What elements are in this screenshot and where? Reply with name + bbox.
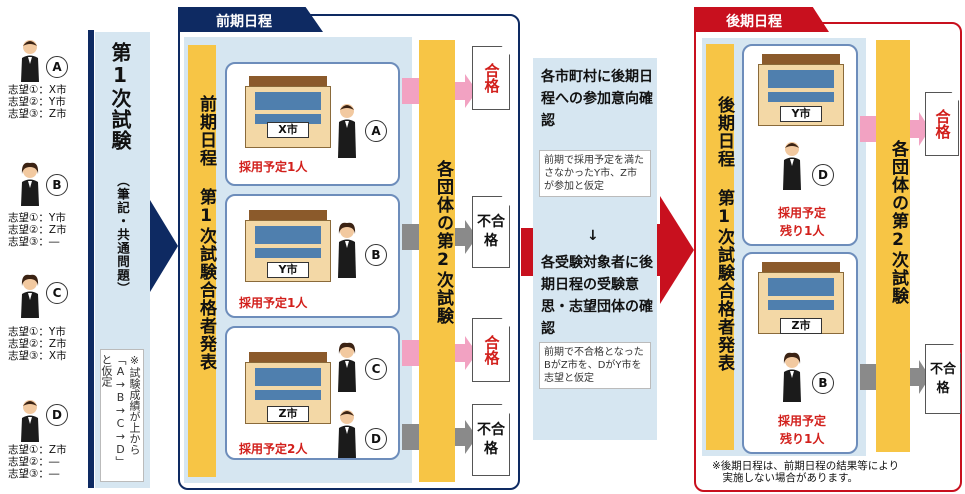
person-icon <box>21 400 39 442</box>
person-icon <box>21 40 39 82</box>
municipality-y: Y市 採用予定1人 B <box>225 194 400 318</box>
city-sign: Z市 <box>267 406 309 422</box>
assumption-note: ※試験成績が上から「A→B→C→D」と仮定 <box>100 349 144 482</box>
city-sign: Y市 <box>780 106 822 122</box>
connector <box>521 228 533 276</box>
arrow-right-icon <box>455 220 477 254</box>
confirm-heading-2: 各受験対象者に後期日程の受験意思・志望団体の確認 <box>541 255 653 337</box>
zenki-tab: 前期日程 <box>178 7 323 32</box>
connector <box>402 78 419 104</box>
candidate-letter: B <box>812 372 834 394</box>
connector <box>402 340 419 366</box>
result-pass: 合格 <box>472 46 510 110</box>
hiring-plan: 採用予定2人 <box>239 442 308 456</box>
hiring-plan: 採用予定1人 <box>239 160 308 174</box>
zenki-panel <box>178 14 520 490</box>
candidate-preferences: 志望①：X市 志望②：Y市 志望③：Z市 <box>8 84 67 120</box>
arrow-right-icon <box>910 112 930 146</box>
city-sign: Y市 <box>267 262 309 278</box>
person-icon <box>783 352 801 402</box>
building-icon: Y市 <box>758 54 844 130</box>
candidate-letter: A <box>365 120 387 142</box>
hiring-plan: 採用予定1人 <box>239 296 308 310</box>
candidate-letter: C <box>46 282 68 304</box>
municipality-z: Z市 採用予定2人 C D <box>225 326 400 460</box>
arrow-right-icon <box>910 360 930 394</box>
arrow-right-icon <box>455 336 477 370</box>
connector <box>860 116 876 142</box>
person-icon <box>338 342 356 392</box>
arrow-down-icon: ↓ <box>587 228 599 244</box>
candidate-preferences: 志望①：Y市 志望②：Z市 志望③：― <box>8 212 67 248</box>
first-exam-panel: 第1次試験 （筆記・共通問題） ※試験成績が上から「A→B→C→D」と仮定 <box>95 32 150 488</box>
hiring-plan: 採用予定 <box>778 414 827 428</box>
candidate-letter: D <box>812 164 834 186</box>
candidate-letter: B <box>46 174 68 196</box>
person-icon <box>338 410 356 458</box>
chevron-right-icon <box>150 200 178 292</box>
kouki-passers-bar <box>706 44 734 450</box>
candidate-letter: B <box>365 244 387 266</box>
zenki-passers-label: 前期日程 第1次試験合格者発表 <box>196 95 216 371</box>
footnote: ※後期日程は、前期日程の結果等により 実施しない場合があります。 <box>712 460 900 484</box>
kouki-second-exam-label: 各団体の第2次試験 <box>888 140 908 305</box>
kouki-panel <box>694 22 962 492</box>
result-fail: 不合格 <box>472 404 510 476</box>
arrow-right-icon <box>455 74 477 108</box>
chevron-right-icon <box>660 196 694 304</box>
assumption-note: 前期で不合格となったBがZ市を、DがY市を志望と仮定 <box>539 342 651 389</box>
building-icon: Z市 <box>758 262 844 338</box>
municipality-x: X市 採用予定1人 A <box>225 62 400 186</box>
municipality-z: Z市 B 採用予定 残り1人 <box>742 252 858 454</box>
connector <box>402 224 419 250</box>
arrow-right-icon <box>455 420 477 454</box>
result-fail: 不合格 <box>925 344 961 414</box>
zenki-passers-bar <box>188 45 216 477</box>
result-pass: 合格 <box>925 92 959 156</box>
connector <box>402 424 419 450</box>
building-icon: X市 <box>245 76 331 152</box>
result-pass: 合格 <box>472 318 510 382</box>
candidate-letter: A <box>46 56 68 78</box>
city-sign: Z市 <box>780 318 822 334</box>
connector <box>860 364 876 390</box>
kouki-passers-label: 後期日程 第1次試験合格者発表 <box>714 96 734 372</box>
hiring-plan: 採用予定 <box>778 206 827 220</box>
first-exam-title: 第1次試験 <box>108 42 132 151</box>
result-fail: 不合格 <box>472 196 510 268</box>
confirm-heading-1: 各市町村に後期日程への参加意向確認 <box>541 69 653 129</box>
candidate-preferences: 志望①：Y市 志望②：Z市 志望③：X市 <box>8 326 67 362</box>
first-exam-subtitle: （筆記・共通問題） <box>115 174 130 296</box>
candidate-letter: C <box>365 358 387 380</box>
kouki-tab: 後期日程 <box>694 7 829 32</box>
person-icon <box>783 142 801 190</box>
person-icon <box>338 222 356 278</box>
city-sign: X市 <box>267 122 309 138</box>
candidate-preferences: 志望①：Z市 志望②：― 志望③：― <box>8 444 67 480</box>
person-icon <box>338 104 356 158</box>
confirmation-panel: 各市町村に後期日程への参加意向確認 前期で採用予定を満たさなかったY市、Z市が参… <box>533 58 657 440</box>
municipality-y: Y市 D 採用予定 残り1人 <box>742 44 858 246</box>
candidate-letter: D <box>365 428 387 450</box>
zenki-second-exam-bar <box>419 40 455 482</box>
hiring-plan-remaining: 残り1人 <box>780 224 825 238</box>
assumption-note: 前期で採用予定を満たさなかったY市、Z市が参加と仮定 <box>539 150 651 197</box>
building-icon: Z市 <box>245 352 331 428</box>
building-icon: Y市 <box>245 210 331 286</box>
person-icon <box>21 162 39 206</box>
divider <box>88 30 94 488</box>
hiring-plan-remaining: 残り1人 <box>780 432 825 446</box>
candidate-letter: D <box>46 404 68 426</box>
person-icon <box>21 274 39 318</box>
zenki-second-exam-label: 各団体の第2次試験 <box>433 160 453 325</box>
kouki-second-exam-bar <box>876 40 910 452</box>
